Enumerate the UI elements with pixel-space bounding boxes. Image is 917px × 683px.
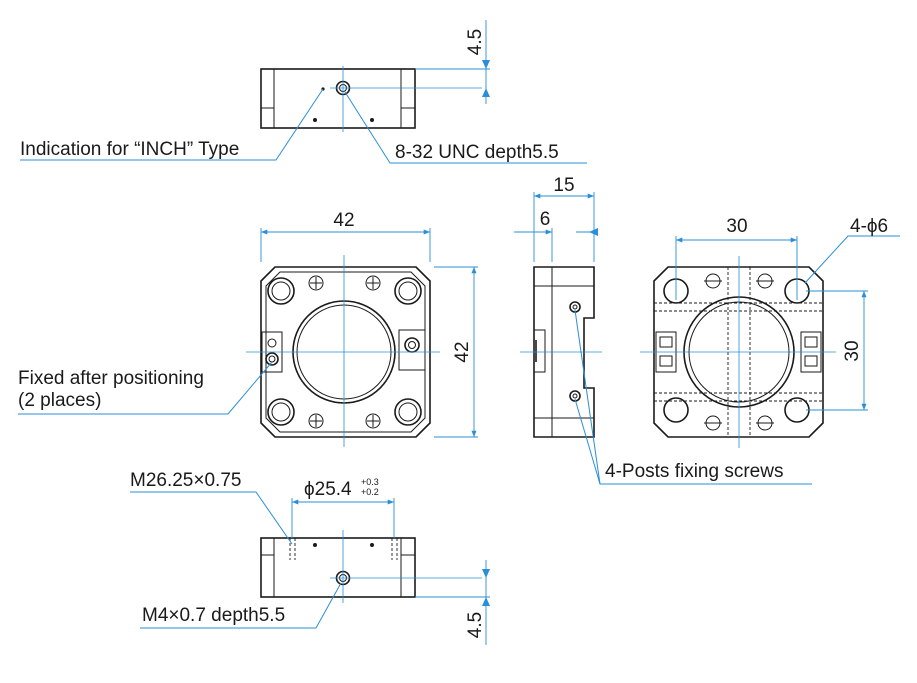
thread-top-label: 8-32 UNC depth5.5 xyxy=(395,142,559,163)
side-view xyxy=(514,192,602,438)
top-view xyxy=(260,20,490,132)
tol-lower: +0.2 xyxy=(361,487,379,497)
top-view-body xyxy=(260,68,416,129)
bottom-view xyxy=(260,498,490,645)
dim-30-width: 30 xyxy=(726,216,747,237)
m4-leader xyxy=(140,582,342,629)
fixed-label-line2: (2 places) xyxy=(18,390,101,411)
adjust-screw-right xyxy=(404,337,420,353)
dim-15: 15 xyxy=(553,175,574,196)
tol-upper: +0.3 xyxy=(361,477,379,487)
phi-label: ϕ25.4 xyxy=(304,479,352,500)
adjust-screw-left xyxy=(265,352,279,366)
back-view-body xyxy=(653,266,824,438)
fixed-leader xyxy=(18,361,273,415)
m4-label: M4×0.7 depth5.5 xyxy=(142,605,285,626)
side-view-body xyxy=(533,266,595,438)
front-view-body xyxy=(260,266,431,438)
fixed-label-line1: Fixed after positioning xyxy=(18,368,204,389)
indication-label: Indication for “INCH” Type xyxy=(20,139,239,160)
front-view xyxy=(246,228,478,447)
dim-bottom-4-5: 4.5 xyxy=(465,612,486,638)
m26-label: M26.25×0.75 xyxy=(130,470,241,491)
posts-label: 4-Posts fixing screws xyxy=(605,461,783,482)
dim-top-4-5: 4.5 xyxy=(465,29,486,55)
thread-leader-top xyxy=(344,91,587,164)
holes-label: 4-ϕ6 xyxy=(850,216,888,237)
m26-leader xyxy=(130,491,293,545)
back-view xyxy=(640,235,900,448)
post-screw-bottom xyxy=(569,390,581,402)
dim-6: 6 xyxy=(540,209,551,230)
inch-leader xyxy=(20,88,324,161)
dim-42-width: 42 xyxy=(333,210,354,231)
dim-30-height: 30 xyxy=(842,340,863,361)
dim-42-height: 42 xyxy=(452,341,473,362)
posts-leader xyxy=(574,309,812,485)
bottom-view-body xyxy=(260,537,416,598)
